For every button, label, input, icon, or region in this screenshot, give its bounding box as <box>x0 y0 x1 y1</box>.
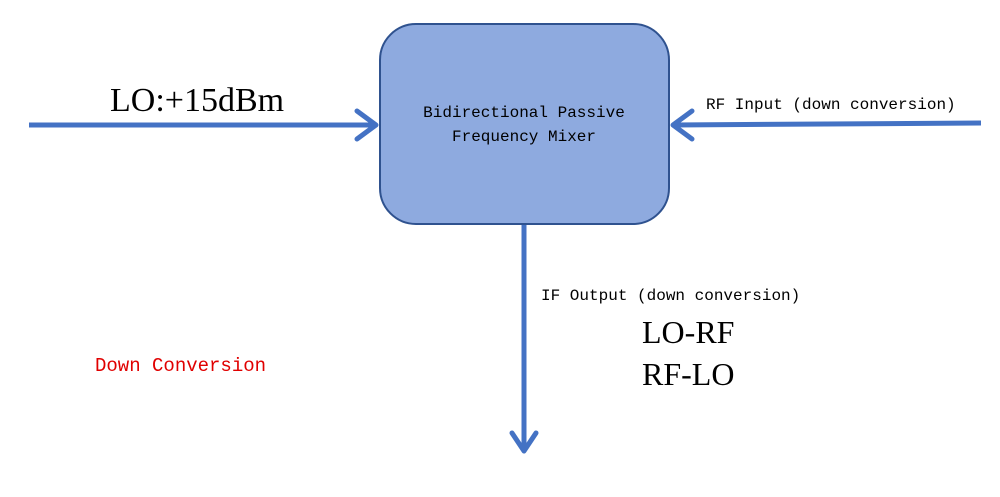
lo-input-arrow <box>29 108 379 142</box>
mixer-title-line1: Bidirectional Passive <box>423 104 625 122</box>
mixer-block <box>379 23 670 225</box>
lo-power-label: LO:+15dBm <box>110 82 284 119</box>
if-output-label: IF Output (down conversion) <box>541 287 800 305</box>
if-output-arrow <box>509 225 539 454</box>
mixer-title-line2: Frequency Mixer <box>452 128 596 146</box>
rf-input-arrow <box>670 108 982 142</box>
mode-label: Down Conversion <box>95 355 266 377</box>
if-product-rf-minus-lo: RF-LO <box>642 356 734 392</box>
rf-input-label: RF Input (down conversion) <box>706 96 956 114</box>
if-product-lo-minus-rf: LO-RF <box>642 314 734 350</box>
